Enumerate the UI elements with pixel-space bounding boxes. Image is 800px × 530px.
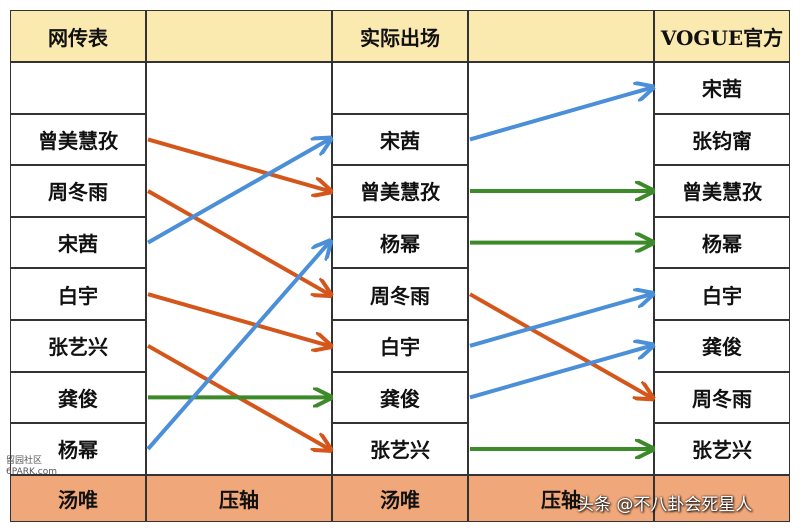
actual-order-footer: 汤唯 <box>332 475 468 522</box>
gap-right-blank <box>468 62 654 475</box>
vogue-official-cell: 曾美慧孜 <box>654 165 790 217</box>
actual-order-header: 实际出场 <box>332 10 468 62</box>
online-list-cell: 张艺兴 <box>10 320 146 372</box>
actual-order-cell: 宋茜 <box>332 113 468 166</box>
gap-left-footer: 压轴 <box>146 475 332 522</box>
gap-right-header <box>468 10 654 62</box>
online-list-cell: 曾美慧孜 <box>10 113 146 166</box>
online-list-cell: 杨幂 <box>10 423 146 475</box>
gap-left-blank <box>146 62 332 475</box>
watermark-6park: 留园社区 6PARK.com <box>6 456 57 478</box>
actual-order-cell: 张艺兴 <box>332 423 468 475</box>
actual-order-cell: 曾美慧孜 <box>332 165 468 217</box>
online-list-cell: 白宇 <box>10 268 146 320</box>
online-list-cell: 龚俊 <box>10 371 146 424</box>
vogue-official-cell: 白宇 <box>654 268 790 320</box>
online-list-footer: 汤唯 <box>10 475 146 522</box>
actual-order-cell <box>332 62 468 114</box>
actual-order-cell: 杨幂 <box>332 216 468 269</box>
actual-order-cell: 龚俊 <box>332 371 468 424</box>
vogue-official-cell: 张钧甯 <box>654 113 790 166</box>
online-list-cell: 周冬雨 <box>10 165 146 217</box>
vogue-official-header: VOGUE官方 <box>654 10 790 62</box>
vogue-official-cell: 杨幂 <box>654 216 790 269</box>
watermark-toutiao: 头条 @不八卦会死星人 <box>577 495 753 515</box>
online-list-cell <box>10 62 146 114</box>
vogue-official-cell: 龚俊 <box>654 320 790 372</box>
actual-order-cell: 周冬雨 <box>332 268 468 320</box>
watermark-6park-line1: 留园社区 <box>6 456 43 466</box>
gap-right-footer: 压轴 <box>468 475 654 522</box>
vogue-official-cell: 周冬雨 <box>654 371 790 424</box>
online-list-header: 网传表 <box>10 10 146 62</box>
gap-left-header <box>146 10 332 62</box>
vogue-official-cell: 宋茜 <box>654 62 790 114</box>
vogue-official-cell: 张艺兴 <box>654 423 790 475</box>
vogue-official-footer <box>654 475 790 522</box>
actual-order-cell: 白宇 <box>332 320 468 372</box>
online-list-cell: 宋茜 <box>10 216 146 269</box>
watermark-6park-line2: 6PARK.com <box>6 467 57 477</box>
